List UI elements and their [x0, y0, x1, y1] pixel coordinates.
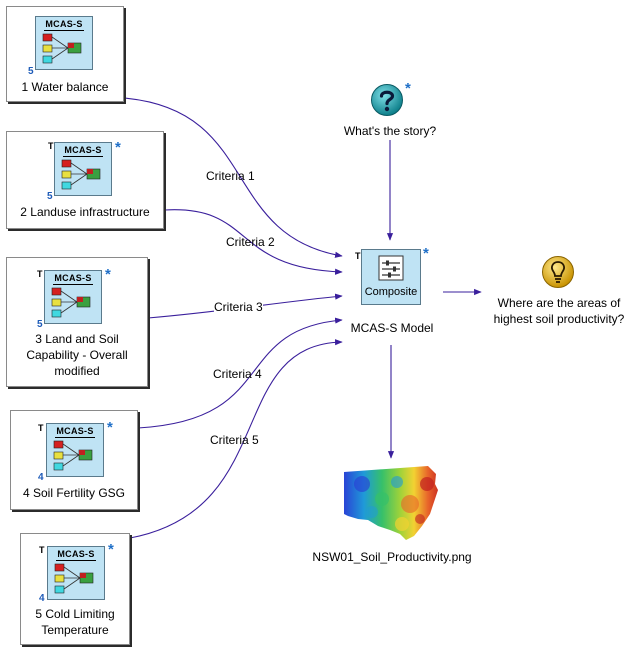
criteria-count: 4	[38, 472, 44, 483]
transform-marker: T	[38, 423, 44, 433]
question-icon	[371, 84, 403, 116]
question-label: Where are the areas of highest soil prod…	[493, 296, 625, 326]
composite-icon: Composite	[361, 249, 421, 305]
edge-criteria-4	[137, 317, 343, 429]
map-image	[344, 466, 438, 540]
edge-label-criteria-5: Criteria 5	[210, 433, 259, 447]
node-label: 1 Water balance	[21, 80, 109, 94]
question-node[interactable]: Where are the areas of highest soil prod…	[484, 255, 634, 327]
lightbulb-icon	[542, 256, 574, 288]
criteria-node-cold-limiting-temperature[interactable]: T MCAS-S * 4 5 Cold Limiting Temperature	[20, 533, 130, 645]
edge-label-criteria-2: Criteria 2	[226, 235, 275, 249]
criteria-node-soil-fertility[interactable]: T MCAS-S * 4 4 Soil Fertility GSG	[10, 410, 138, 510]
node-label: 4 Soil Fertility GSG	[22, 486, 126, 500]
criteria-node-water-balance[interactable]: MCAS-S 5 1 Water balance	[6, 6, 124, 102]
node-label: 3 Land and Soil Capability - Overall mod…	[26, 332, 128, 378]
criteria-count: 5	[28, 66, 34, 77]
model-label: MCAS-S Model	[350, 321, 434, 335]
transform-marker: T	[39, 545, 45, 555]
output-image-node[interactable]: NSW01_Soil_Productivity.png	[308, 462, 476, 584]
edge-criteria-1	[123, 97, 343, 258]
transform-marker: T	[48, 141, 54, 151]
mcas-s-icon: MCAS-S	[47, 546, 105, 600]
story-node[interactable]: * What's the story?	[330, 80, 450, 142]
composite-model-node[interactable]: T Composite * MCAS-S Model	[340, 244, 444, 340]
criteria-count: 5	[37, 319, 43, 330]
story-label: What's the story?	[343, 124, 437, 138]
output-label: NSW01_Soil_Productivity.png	[312, 550, 472, 564]
node-label: 2 Landuse infrastructure	[20, 205, 150, 219]
mcas-s-icon: MCAS-S	[54, 142, 112, 196]
criteria-node-land-soil-capability[interactable]: T MCAS-S * 5 3 Land and Soil Capability …	[6, 257, 148, 387]
transform-marker: T	[355, 251, 361, 261]
modified-star-icon: *	[107, 419, 113, 436]
mcas-s-icon: MCAS-S	[35, 16, 93, 70]
transform-marker: T	[37, 269, 43, 279]
modified-star-icon: *	[405, 80, 411, 97]
composite-label: Composite	[364, 286, 418, 298]
edge-label-criteria-4: Criteria 4	[213, 367, 262, 381]
criteria-count: 5	[47, 191, 53, 202]
modified-star-icon: *	[423, 245, 429, 262]
modified-star-icon: *	[115, 139, 121, 156]
node-label: 5 Cold Limiting Temperature	[35, 607, 115, 637]
criteria-count: 4	[39, 593, 45, 604]
modified-star-icon: *	[105, 266, 111, 283]
mcas-s-icon: MCAS-S	[44, 270, 102, 324]
edge-criteria-2	[164, 209, 343, 275]
modified-star-icon: *	[108, 541, 114, 558]
edge-label-criteria-3: Criteria 3	[214, 300, 263, 314]
edge-label-criteria-1: Criteria 1	[206, 169, 255, 183]
criteria-node-landuse-infrastructure[interactable]: T MCAS-S * 5 2 Landuse infrastructure	[6, 131, 164, 229]
mcas-s-icon: MCAS-S	[46, 423, 104, 477]
edge-criteria-5	[129, 339, 343, 539]
